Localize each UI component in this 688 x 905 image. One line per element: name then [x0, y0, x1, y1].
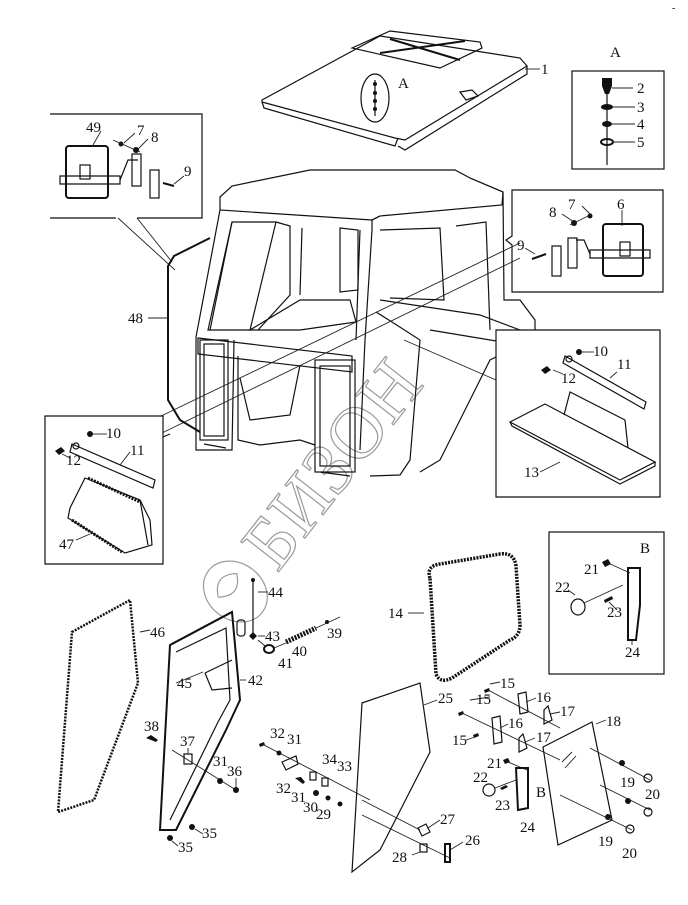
- callout-21-main: 21: [487, 756, 502, 772]
- callout-32-a: 32: [270, 726, 285, 742]
- callout-9-right: 9: [517, 238, 525, 254]
- mirror-bracket-48: 48: [128, 237, 211, 433]
- callout-38: 38: [144, 719, 159, 735]
- callout-48: 48: [128, 311, 143, 327]
- callout-33: 33: [337, 759, 352, 775]
- detail-b-label: B: [640, 541, 650, 557]
- callout-10-left: 10: [106, 426, 121, 442]
- callout-25: 25: [438, 691, 453, 707]
- callout-31-a: 31: [287, 732, 302, 748]
- callout-5: 5: [637, 135, 645, 151]
- callout-16-b: 16: [508, 716, 524, 732]
- lock-bracket-b: 21 22 23 24 B: [473, 756, 546, 836]
- callout-31-b: 31: [291, 790, 306, 806]
- callout-9-left: 9: [184, 164, 192, 180]
- callout-31-door: 31: [213, 754, 228, 770]
- mirror-left-detail: 49 7 8 9: [50, 113, 203, 219]
- callout-12-right: 12: [561, 371, 576, 387]
- callout-19-a: 19: [620, 775, 635, 791]
- detail-a-label: A: [610, 45, 621, 61]
- callout-41: 41: [278, 656, 293, 672]
- callout-15-c: 15: [452, 733, 467, 749]
- callout-2: 2: [637, 81, 645, 97]
- door-frame-42: 45 42: [158, 610, 263, 831]
- side-glass-25: 25 27 26 28: [351, 682, 481, 874]
- callout-35-b: 35: [178, 840, 193, 856]
- callout-23-detail: 23: [607, 605, 622, 621]
- callout-6: 6: [617, 197, 625, 213]
- watermark: БИЗОН: [202, 344, 439, 623]
- callout-24-main: 24: [520, 820, 536, 836]
- mirror-right-detail: 7 8 6 9: [504, 189, 664, 293]
- callout-13: 13: [524, 465, 539, 481]
- rear-glass-18: 18 19 20 19 20: [542, 714, 660, 862]
- watermark-logo-inner: [216, 572, 239, 598]
- hinge-hardware: 32 31 34 33 32 31 30 29: [259, 726, 371, 823]
- callout-14: 14: [388, 606, 404, 622]
- callout-42: 42: [248, 673, 263, 689]
- window-seal-14: 14: [388, 552, 522, 682]
- callout-46: 46: [150, 625, 166, 641]
- callout-17-b: 17: [536, 730, 552, 746]
- callout-39: 39: [327, 626, 342, 642]
- door-glass-46: 46: [56, 597, 166, 814]
- watermark-logo: [202, 560, 268, 623]
- callout-32-b: 32: [276, 781, 291, 797]
- cab-frame: [195, 169, 536, 477]
- callout-10-right: 10: [593, 344, 608, 360]
- callout-12-left: 12: [66, 453, 81, 469]
- callout-45: 45: [177, 676, 192, 692]
- callout-11-right: 11: [617, 357, 631, 373]
- callout-8-left: 8: [151, 130, 159, 146]
- callout-18: 18: [606, 714, 621, 730]
- callout-27: 27: [440, 812, 456, 828]
- callout-35-a: 35: [202, 826, 217, 842]
- callout-28: 28: [392, 850, 407, 866]
- corner-mark: -: [672, 3, 675, 14]
- callout-34: 34: [322, 752, 338, 768]
- roof-panel: [261, 30, 540, 151]
- detail-b-ref: B: [536, 785, 546, 801]
- callout-15-a: 15: [500, 676, 515, 692]
- callout-11-left: 11: [130, 443, 144, 459]
- callout-7-left: 7: [137, 123, 145, 139]
- callout-21-detail: 21: [584, 562, 599, 578]
- callout-49: 49: [86, 120, 101, 136]
- callout-37: 37: [180, 734, 196, 750]
- callout-47: 47: [59, 537, 75, 553]
- callout-36: 36: [227, 764, 243, 780]
- callout-22-detail: 22: [555, 580, 570, 596]
- callout-16-a: 16: [536, 690, 552, 706]
- door-hardware: 38 37 31 36 35 35: [144, 719, 243, 856]
- callout-24-detail: 24: [625, 645, 641, 661]
- callout-7-right: 7: [568, 197, 576, 213]
- callout-26: 26: [465, 833, 481, 849]
- callout-8-right: 8: [549, 205, 557, 221]
- callout-15-b: 15: [476, 692, 491, 708]
- door-lock-linkage: 44 43 41 40 39: [249, 578, 342, 672]
- detail-view-b: B 21 22 23 24: [548, 531, 665, 675]
- sunvisor-left-detail: 10 12 11 47: [44, 415, 171, 565]
- rear-glass-hardware: 15 15 16 16 17 17 15: [452, 676, 576, 761]
- detail-a-ref: A: [398, 76, 409, 92]
- callout-40: 40: [292, 644, 307, 660]
- callout-19-b: 19: [598, 834, 613, 850]
- callout-17-a: 17: [560, 704, 576, 720]
- callout-30: 30: [303, 800, 318, 816]
- callout-29: 29: [316, 807, 331, 823]
- callout-20-b: 20: [622, 846, 637, 862]
- callout-43: 43: [265, 629, 280, 645]
- sunvisor-right-detail: 10 12 11 13: [495, 329, 661, 498]
- callout-23-main: 23: [495, 798, 510, 814]
- detail-view-a: A 2 3 4 5: [571, 45, 665, 170]
- callout-4: 4: [637, 117, 645, 133]
- callout-22-main: 22: [473, 770, 488, 786]
- callout-20-a: 20: [645, 787, 660, 803]
- callout-44: 44: [268, 585, 284, 601]
- callout-3: 3: [637, 100, 645, 116]
- callout-1: 1: [541, 62, 549, 78]
- detail-a-marker: [360, 73, 390, 123]
